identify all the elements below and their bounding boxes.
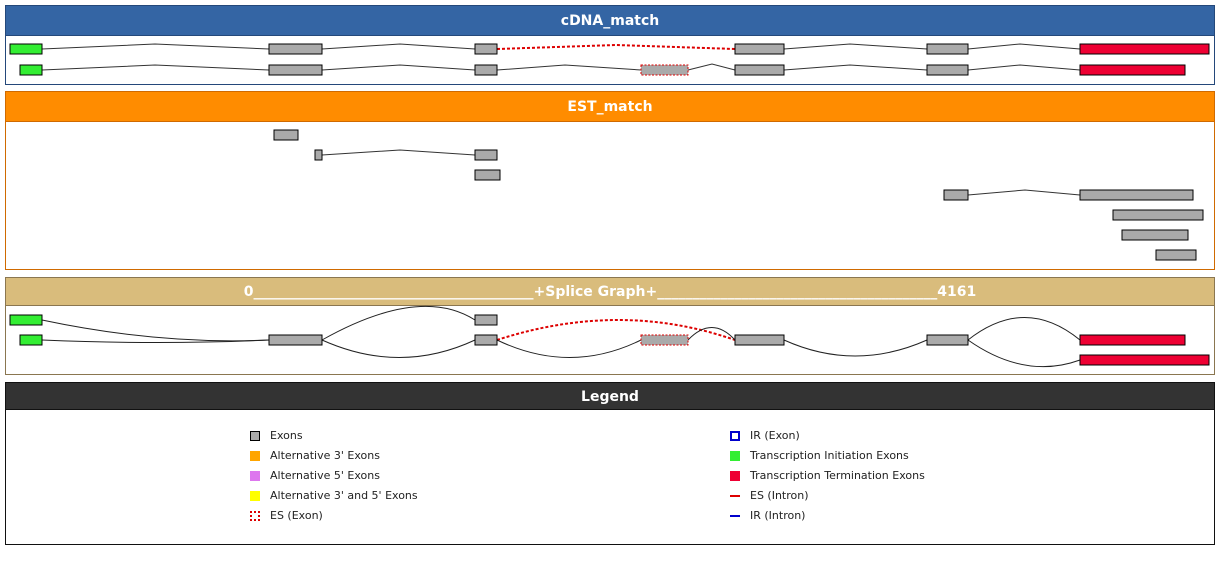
initiation-exon	[19, 64, 43, 76]
intron	[321, 64, 476, 71]
intron	[783, 43, 928, 50]
est-match-header: EST_match	[5, 91, 1215, 122]
exon	[474, 314, 498, 326]
blue-outline-box-icon	[730, 431, 740, 441]
intron	[41, 64, 270, 71]
intron	[967, 64, 1081, 71]
splice-start: 0	[243, 284, 254, 300]
red-dashed-line-icon	[730, 495, 740, 497]
exon	[474, 149, 498, 161]
legend-label: Transcription Initiation Exons	[750, 449, 909, 462]
green-box-icon	[730, 451, 740, 461]
exon	[268, 43, 323, 55]
gray-box-icon	[250, 431, 260, 441]
exon	[1079, 189, 1194, 201]
legend-header: Legend	[5, 382, 1215, 410]
exon	[926, 43, 969, 55]
yellow-box-icon	[250, 491, 260, 501]
exon	[926, 334, 969, 346]
est-match-title: EST_match	[567, 99, 653, 115]
intron	[783, 339, 928, 357]
separator: ________________________________________	[253, 284, 534, 300]
intron	[967, 189, 1081, 196]
es-intron	[496, 319, 736, 341]
legend-label: Alternative 5' Exons	[270, 469, 380, 482]
intron	[496, 339, 642, 358]
exon	[474, 334, 498, 346]
intron	[41, 339, 270, 343]
legend-label: Exons	[270, 429, 303, 442]
intron	[41, 43, 270, 50]
legend-label: ES (Exon)	[270, 509, 323, 522]
red-box-icon	[730, 471, 740, 481]
intron	[687, 327, 736, 341]
es-intron	[496, 43, 736, 50]
exon	[268, 64, 323, 76]
est-match-panel	[5, 122, 1215, 270]
intron	[321, 149, 476, 156]
es-exon	[640, 334, 689, 346]
intron	[41, 319, 270, 342]
intron	[321, 305, 476, 341]
exon	[1112, 209, 1204, 221]
exon	[1155, 249, 1197, 261]
cdna-match-title: cDNA_match	[560, 13, 660, 29]
cdna-match-header: cDNA_match	[5, 5, 1215, 36]
exon	[268, 334, 323, 346]
intron	[967, 317, 1081, 341]
splice-graph-header: 0_______________________________________…	[5, 277, 1215, 306]
exon	[734, 64, 785, 76]
exon	[926, 64, 969, 76]
legend-label: IR (Intron)	[750, 509, 806, 522]
red-dashed-box-icon	[250, 511, 260, 521]
exon	[314, 149, 323, 161]
blue-line-icon	[730, 515, 740, 517]
intron	[321, 339, 476, 358]
exon	[474, 64, 498, 76]
es-exon	[640, 64, 689, 76]
exon	[734, 334, 785, 346]
exon	[1121, 229, 1189, 241]
termination-exon	[1079, 334, 1186, 346]
legend-label: Transcription Termination Exons	[750, 469, 925, 482]
intron	[967, 339, 1081, 368]
legend-label: IR (Exon)	[750, 429, 800, 442]
orange-box-icon	[250, 451, 260, 461]
exon	[943, 189, 969, 201]
initiation-exon	[9, 43, 43, 55]
exon	[474, 169, 501, 181]
intron	[687, 63, 736, 71]
legend-label: ES (Intron)	[750, 489, 809, 502]
splice-end: 4161	[937, 284, 977, 300]
termination-exon	[1079, 43, 1210, 55]
splice-graph-title: +Splice Graph+	[533, 284, 658, 300]
intron	[496, 64, 642, 71]
initiation-exon	[9, 314, 43, 326]
legend-label: Alternative 3' Exons	[270, 449, 380, 462]
violet-box-icon	[250, 471, 260, 481]
termination-exon	[1079, 64, 1186, 76]
intron	[321, 43, 476, 50]
termination-exon	[1079, 354, 1210, 366]
separator: ________________________________________	[657, 284, 938, 300]
legend-title: Legend	[581, 389, 639, 405]
exon	[734, 43, 785, 55]
exon	[273, 129, 299, 141]
intron	[967, 43, 1081, 50]
exon	[474, 43, 498, 55]
initiation-exon	[19, 334, 43, 346]
legend-panel	[5, 410, 1215, 545]
intron	[783, 64, 928, 71]
legend-label: Alternative 3' and 5' Exons	[270, 489, 418, 502]
